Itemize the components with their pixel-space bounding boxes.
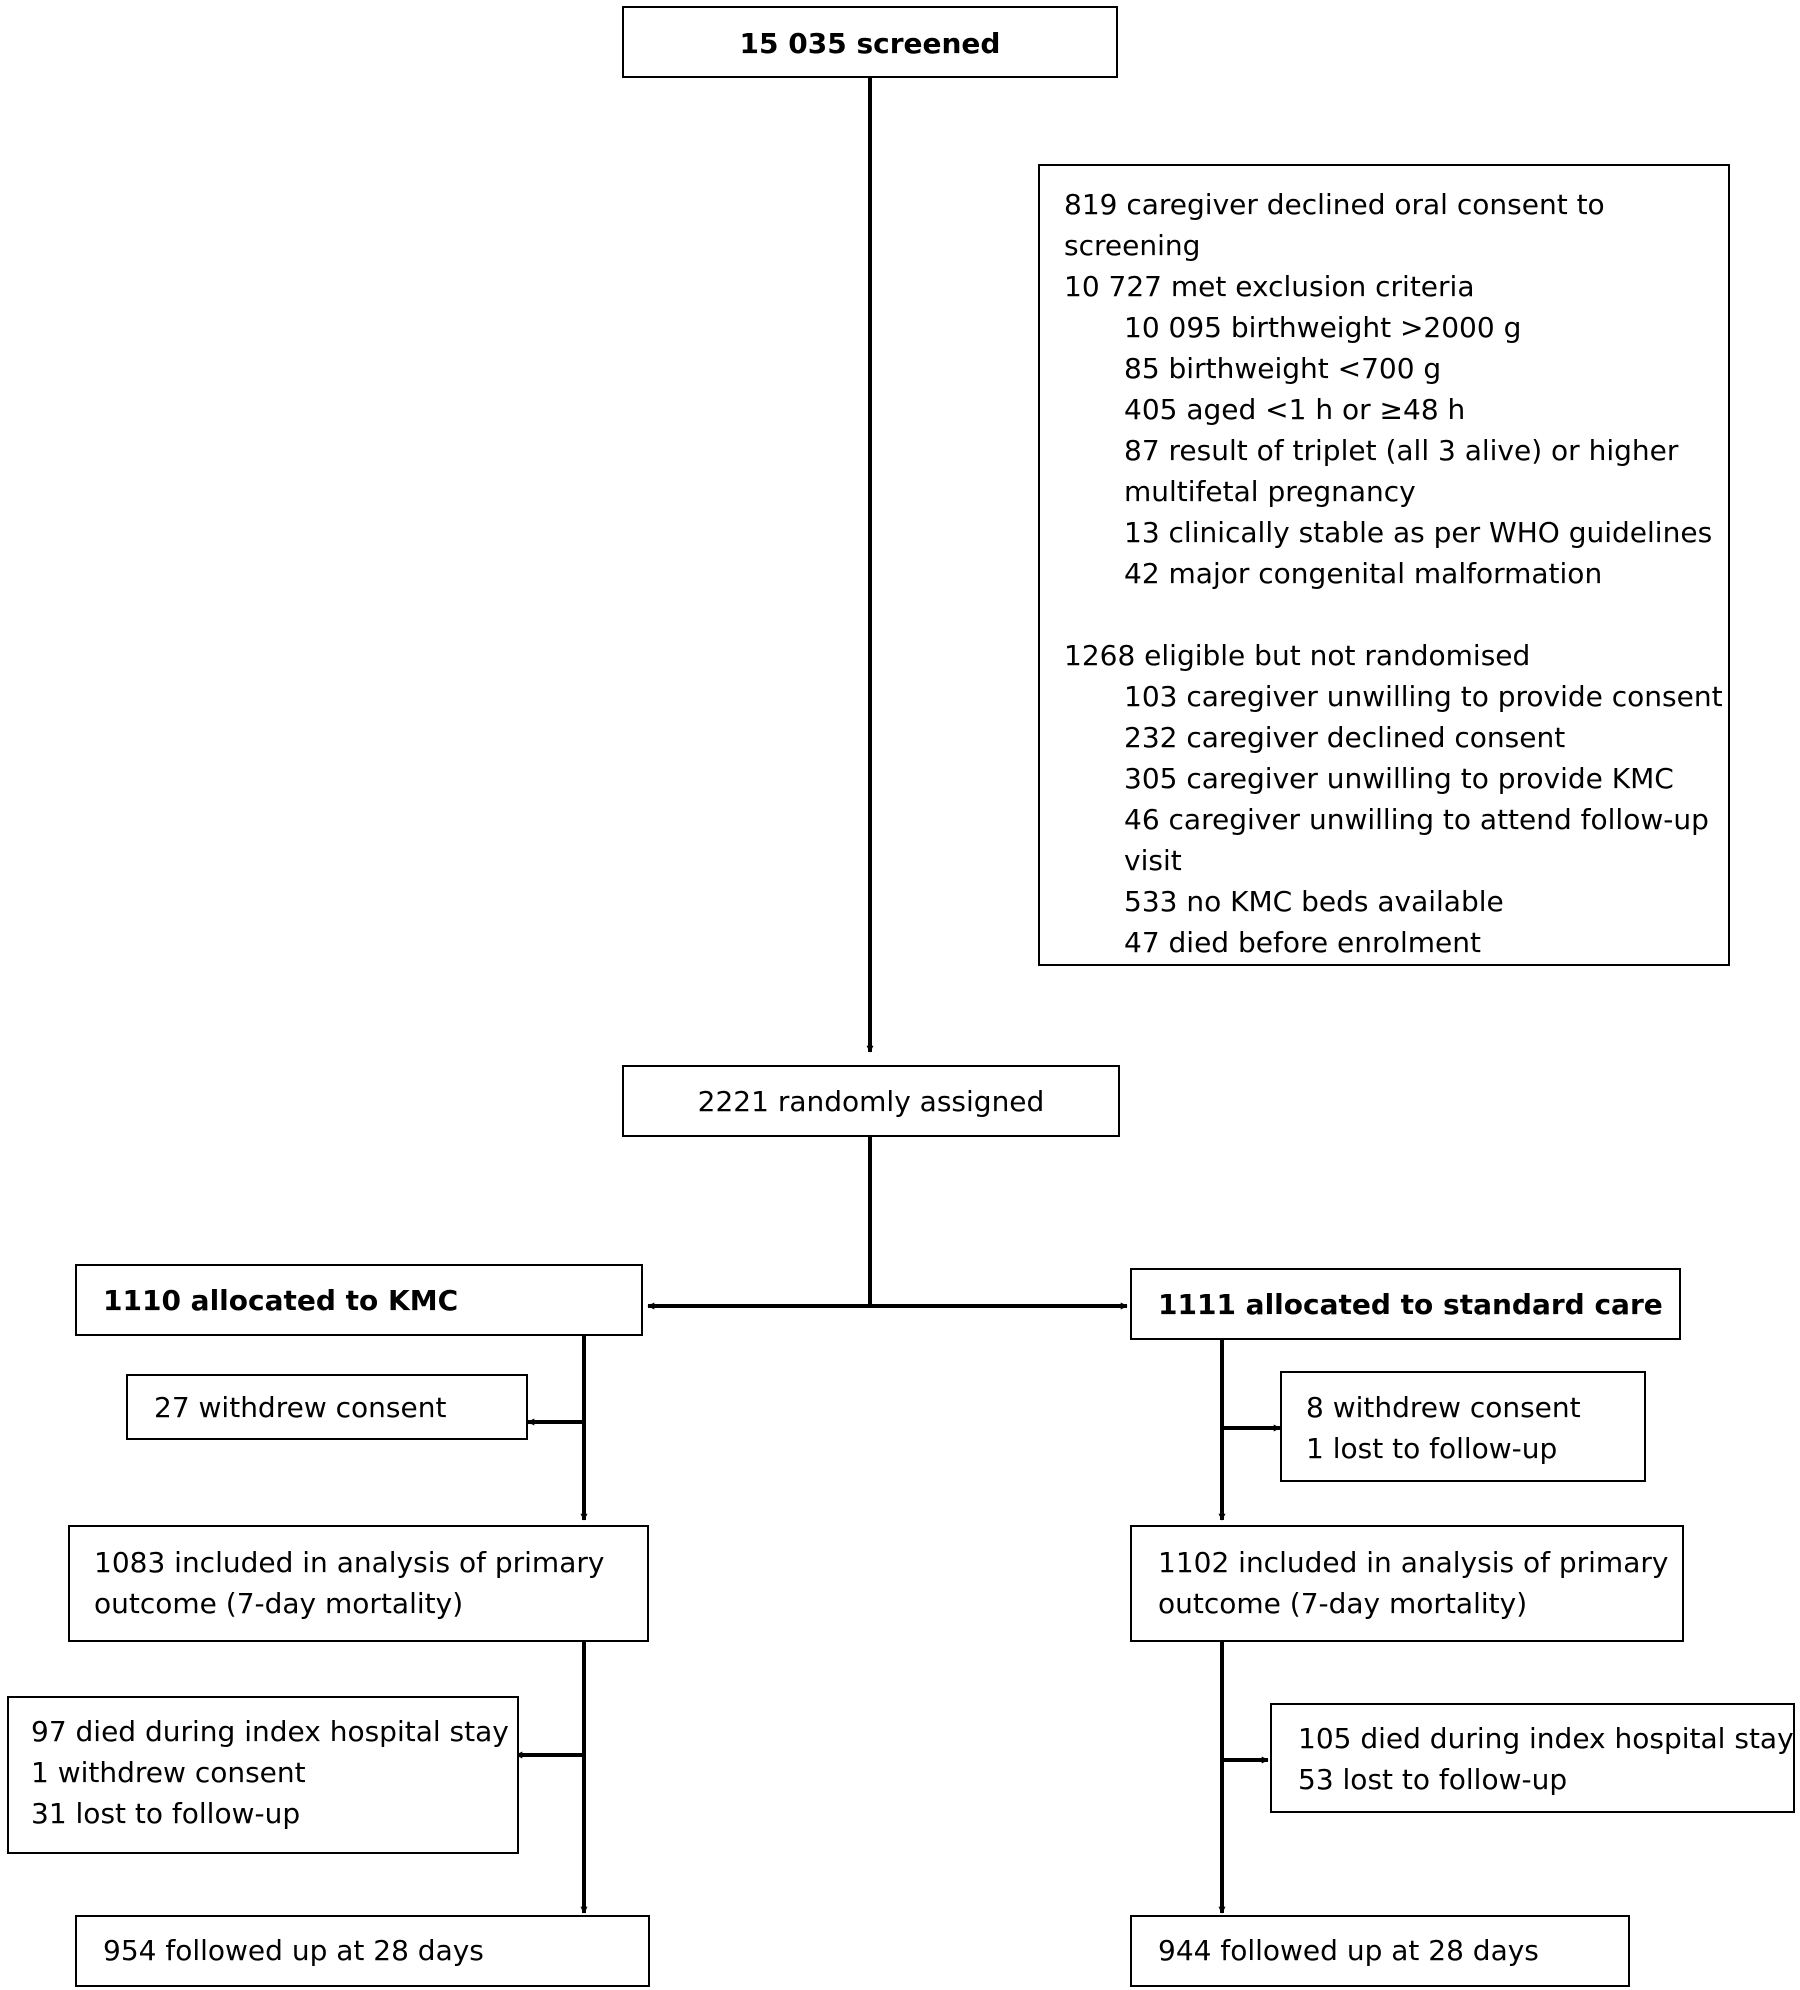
reason-unwilling-consent: 103 caregiver unwilling to provide conse… (1124, 680, 1723, 713)
criterion-clinically-stable: 13 clinically stable as per WHO guidelin… (1124, 516, 1713, 549)
reason-no-beds: 533 no KMC beds available (1124, 885, 1504, 918)
reason-died: 47 died before enrolment (1124, 926, 1481, 959)
declined-oral-line-1: 819 caregiver declined oral consent to (1064, 188, 1605, 221)
reason-unwilling-kmc: 305 caregiver unwilling to provide KMC (1124, 762, 1674, 795)
criterion-birthweight-low: 85 birthweight <700 g (1124, 352, 1442, 385)
reason-followup-line-1: 46 caregiver unwilling to attend follow-… (1124, 803, 1709, 836)
criterion-multifetal-line-1: 87 result of triplet (all 3 alive) or hi… (1124, 434, 1679, 467)
kmc-lost-label: 31 lost to follow-up (31, 1797, 301, 1830)
kmc-withdrew-2-label: 1 withdrew consent (31, 1756, 306, 1789)
spacer (1064, 594, 1728, 635)
criterion-age: 405 aged <1 h or ≥48 h (1124, 393, 1466, 426)
not-randomised-heading: 1268 eligible but not randomised (1064, 639, 1531, 672)
standard-primary-line-1: 1102 included in analysis of primary (1158, 1546, 1669, 1579)
standard-lost-2-label: 53 lost to follow-up (1298, 1763, 1568, 1796)
criterion-malformation: 42 major congenital malformation (1124, 557, 1603, 590)
standard-allocated-box: 1111 allocated to standard care (1130, 1268, 1681, 1340)
randomised-box: 2221 randomly assigned (622, 1065, 1120, 1137)
screened-label: 15 035 screened (739, 27, 1001, 60)
kmc-withdrew-label: 27 withdrew consent (154, 1391, 447, 1424)
standard-lost-label: 1 lost to follow-up (1306, 1432, 1558, 1465)
kmc-primary-box: 1083 included in analysis of primary out… (68, 1525, 649, 1642)
standard-followed-label: 944 followed up at 28 days (1158, 1934, 1539, 1967)
kmc-followed-box: 954 followed up at 28 days (75, 1915, 650, 1987)
criterion-birthweight-high: 10 095 birthweight >2000 g (1124, 311, 1522, 344)
criterion-multifetal-line-2: multifetal pregnancy (1124, 475, 1416, 508)
standard-primary-line-2: outcome (7-day mortality) (1158, 1587, 1528, 1620)
reason-declined-consent: 232 caregiver declined consent (1124, 721, 1566, 754)
screened-box: 15 035 screened (622, 6, 1118, 78)
met-exclusion-heading: 10 727 met exclusion criteria (1064, 270, 1475, 303)
kmc-primary-line-2: outcome (7-day mortality) (94, 1587, 464, 1620)
standard-withdrew-box: 8 withdrew consent 1 lost to follow-up (1280, 1371, 1646, 1482)
declined-oral-line-2: screening (1064, 229, 1201, 262)
standard-followed-box: 944 followed up at 28 days (1130, 1915, 1630, 1987)
kmc-allocated-label: 1110 allocated to KMC (103, 1284, 459, 1317)
kmc-primary-line-1: 1083 included in analysis of primary (94, 1546, 605, 1579)
standard-died-label: 105 died during index hospital stay (1298, 1722, 1794, 1755)
kmc-followed-label: 954 followed up at 28 days (103, 1934, 484, 1967)
randomised-label: 2221 randomly assigned (697, 1085, 1045, 1118)
standard-primary-box: 1102 included in analysis of primary out… (1130, 1525, 1684, 1642)
standard-losses-box: 105 died during index hospital stay 53 l… (1270, 1703, 1795, 1813)
kmc-losses-box: 97 died during index hospital stay 1 wit… (7, 1696, 519, 1854)
kmc-allocated-box: 1110 allocated to KMC (75, 1264, 643, 1336)
standard-withdrew-label: 8 withdrew consent (1306, 1391, 1581, 1424)
standard-allocated-label: 1111 allocated to standard care (1158, 1288, 1663, 1321)
kmc-withdrew-box: 27 withdrew consent (126, 1374, 528, 1440)
exclusions-box: 819 caregiver declined oral consent to s… (1038, 164, 1730, 966)
reason-followup-line-2: visit (1124, 844, 1182, 877)
kmc-died-label: 97 died during index hospital stay (31, 1715, 509, 1748)
